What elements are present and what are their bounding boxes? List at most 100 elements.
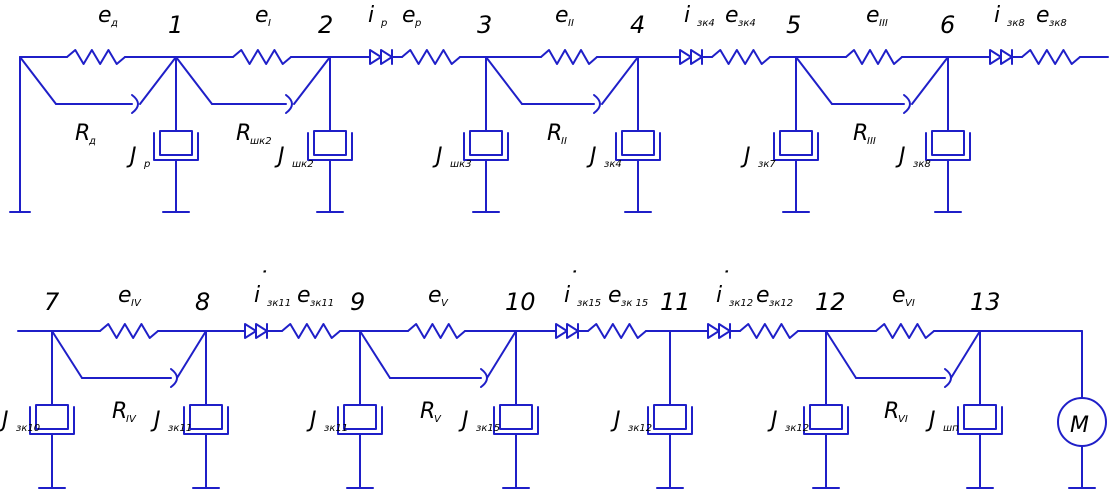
dot-marker: ˙ xyxy=(259,268,268,289)
inertia-block xyxy=(313,130,347,156)
diode-symbol xyxy=(255,323,268,339)
label-main: i xyxy=(684,3,690,28)
label-main: e xyxy=(555,3,569,28)
label-subscript: I xyxy=(268,18,271,29)
label-main: e xyxy=(255,3,269,28)
motor-label: M xyxy=(1070,413,1089,438)
clutch-link xyxy=(19,56,57,105)
label-main: i xyxy=(368,3,374,28)
inertia-block xyxy=(653,404,687,430)
node-number-6: 6 xyxy=(940,11,955,39)
label-subscript: зк10 xyxy=(16,423,40,434)
label-subscript: шп xyxy=(943,423,959,434)
label-main: e xyxy=(1036,3,1050,28)
diode-symbol xyxy=(707,323,720,339)
label-main: e xyxy=(98,3,112,28)
node-number-3: 3 xyxy=(477,11,492,39)
label-subscript: III xyxy=(867,136,876,147)
resistor-symbol xyxy=(875,323,935,339)
diode-symbol xyxy=(1000,49,1013,65)
inertia-block xyxy=(931,130,965,156)
diode-symbol xyxy=(566,323,579,339)
label-main: e xyxy=(725,3,739,28)
label-i_r: ˙iр xyxy=(368,0,387,29)
label-main: J xyxy=(767,408,778,433)
dot-marker: ˙ xyxy=(569,268,578,289)
clutch-link xyxy=(911,56,949,105)
clutch-link xyxy=(825,330,857,379)
label-subscript: VI xyxy=(905,298,915,309)
node-number-8: 8 xyxy=(195,288,210,316)
label-subscript: шк2 xyxy=(250,136,272,147)
diode-symbol xyxy=(989,49,1002,65)
diode-symbol xyxy=(718,323,731,339)
label-main: e xyxy=(402,3,416,28)
label-R_5: RV xyxy=(420,399,442,425)
label-subscript: зк12 xyxy=(628,423,652,434)
label-main: e xyxy=(297,283,311,308)
label-main: e xyxy=(118,283,132,308)
label-main: i xyxy=(254,283,260,308)
resistor-symbol xyxy=(281,323,341,339)
label-subscript: зк11 xyxy=(267,298,291,309)
node-number-4: 4 xyxy=(630,11,645,39)
label-subscript: зк12 xyxy=(769,298,793,309)
resistor-symbol xyxy=(845,49,903,65)
label-main: e xyxy=(866,3,880,28)
clutch-arc xyxy=(131,94,139,114)
label-main: J xyxy=(895,144,906,169)
label-subscript: IV xyxy=(131,298,142,309)
clutch-link xyxy=(176,330,207,379)
label-main: i xyxy=(994,3,1000,28)
inertia-block xyxy=(779,130,813,156)
label-subscript: IV xyxy=(126,414,137,425)
label-subscript: зк15 xyxy=(476,423,500,434)
node-number-9: 9 xyxy=(350,288,365,316)
clutch-arc xyxy=(593,94,601,114)
label-subscript: II xyxy=(561,136,567,147)
node-number-13: 13 xyxy=(970,288,1001,316)
label-subscript: зк4 xyxy=(697,18,715,29)
label-main: J xyxy=(150,408,161,433)
label-main: J xyxy=(740,144,751,169)
label-subscript: III xyxy=(879,18,888,29)
label-R_d: Rд xyxy=(75,121,96,147)
clutch-link xyxy=(795,56,833,105)
clutch-link xyxy=(293,56,331,105)
resistor-symbol xyxy=(587,323,647,339)
clutch-link xyxy=(486,330,517,379)
clutch-link xyxy=(175,56,213,105)
clutch-link xyxy=(601,56,639,105)
label-main: J xyxy=(925,408,936,433)
label-main: J xyxy=(586,144,597,169)
label-subscript: V xyxy=(441,298,449,309)
label-main: i xyxy=(716,283,722,308)
inertia-block xyxy=(809,404,843,430)
label-subscript: зк12 xyxy=(785,423,809,434)
label-subscript: V xyxy=(434,414,442,425)
inertia-block xyxy=(963,404,997,430)
label-R_2: RII xyxy=(547,121,567,147)
label-subscript: зк8 xyxy=(1049,18,1067,29)
label-subscript: шк3 xyxy=(450,159,472,170)
inertia-block xyxy=(343,404,377,430)
label-main: e xyxy=(756,283,770,308)
label-subscript: д xyxy=(88,136,96,147)
label-main: R xyxy=(547,121,562,146)
